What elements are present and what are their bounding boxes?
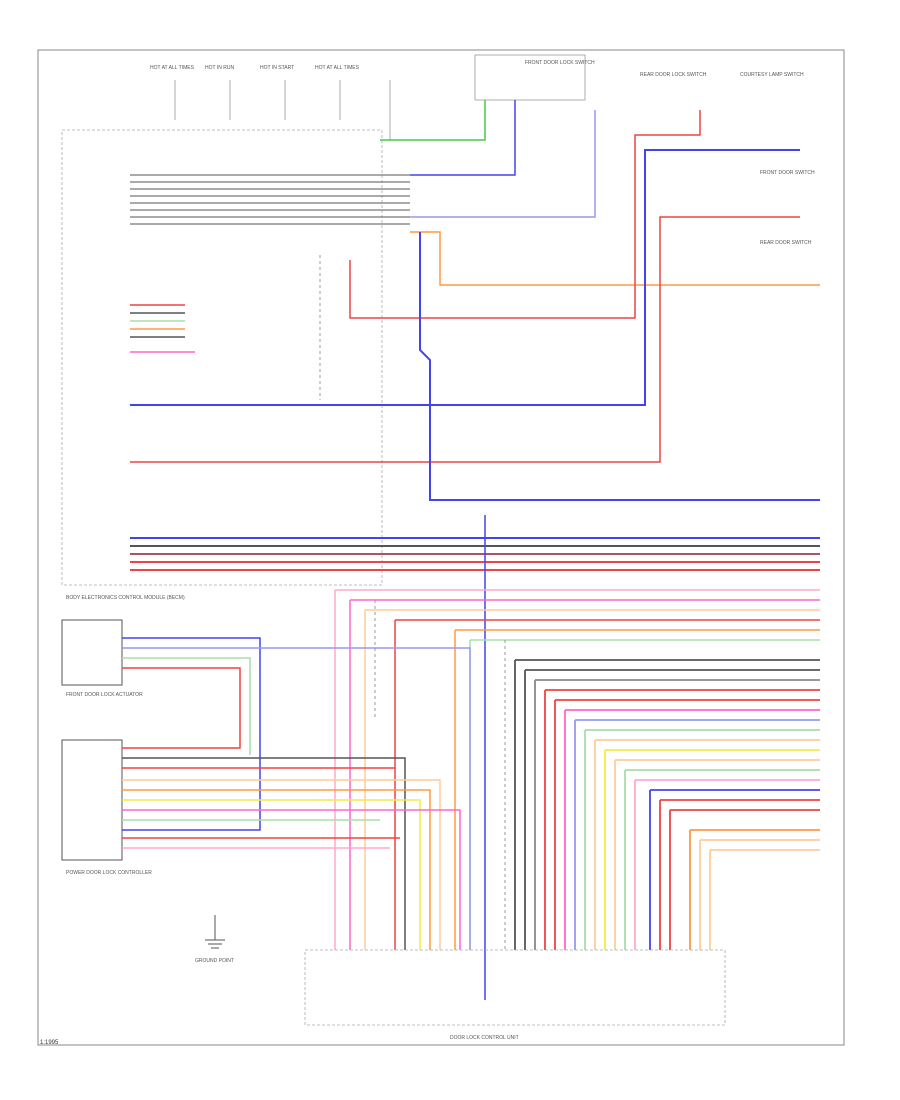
- orange-wire-main: [410, 231, 820, 286]
- fuse-label-3: HOT IN START: [260, 65, 295, 71]
- ground-symbol: [205, 915, 225, 949]
- diagram-frame: [37, 49, 845, 1046]
- main-bundle: [130, 537, 820, 571]
- blue-wire-top-2: [410, 110, 596, 218]
- blue-wire-top-1: [410, 100, 516, 176]
- right-connector-bundle: [514, 659, 820, 950]
- green-wire-top: [380, 100, 486, 141]
- blue-wire-mid: [130, 149, 800, 406]
- rear-courtesy-label: REAR DOOR SWITCH: [760, 240, 812, 246]
- front-lock-switch-box: [474, 54, 586, 101]
- fuse-label-4: HOT AT ALL TIMES: [315, 65, 359, 71]
- fuse-label-2: HOT IN RUN: [205, 65, 235, 71]
- controller-wires: [122, 757, 461, 950]
- body-ecm-box: [61, 129, 383, 586]
- red-wire-mid: [130, 216, 800, 463]
- black-wire-bundle-top: [130, 174, 410, 225]
- courtesy-switch-label: COURTESY LAMP SWITCH: [740, 72, 804, 78]
- actuator-wires: [122, 637, 471, 950]
- blue-wire-vertical: [419, 232, 820, 501]
- rear-lock-switch-label: REAR DOOR LOCK SWITCH: [640, 72, 707, 78]
- ground-point-label: GROUND POINT: [195, 958, 234, 964]
- body-ecm-label: BODY ELECTRONICS CONTROL MODULE (BECM): [66, 595, 185, 601]
- front-door-actuator-box: [61, 619, 123, 686]
- control-unit-box: [304, 949, 726, 1026]
- diagram-code: 1:1995: [40, 1040, 59, 1046]
- fuse-label-1: HOT AT ALL TIMES: [150, 65, 194, 71]
- door-lock-controller-label: POWER DOOR LOCK CONTROLLER: [66, 870, 152, 876]
- right-drop-wires: [334, 515, 820, 1000]
- left-mid-wires: [130, 304, 195, 353]
- red-wire-switch: [349, 110, 701, 319]
- front-door-actuator-label: FRONT DOOR LOCK ACTUATOR: [66, 692, 143, 698]
- front-lock-switch-label: FRONT DOOR LOCK SWITCH: [525, 60, 595, 66]
- fuse-group: [174, 80, 391, 140]
- control-unit-label: DOOR LOCK CONTROL UNIT: [450, 1035, 519, 1041]
- front-courtesy-label: FRONT DOOR SWITCH: [760, 170, 815, 176]
- door-lock-controller-box: [61, 739, 123, 861]
